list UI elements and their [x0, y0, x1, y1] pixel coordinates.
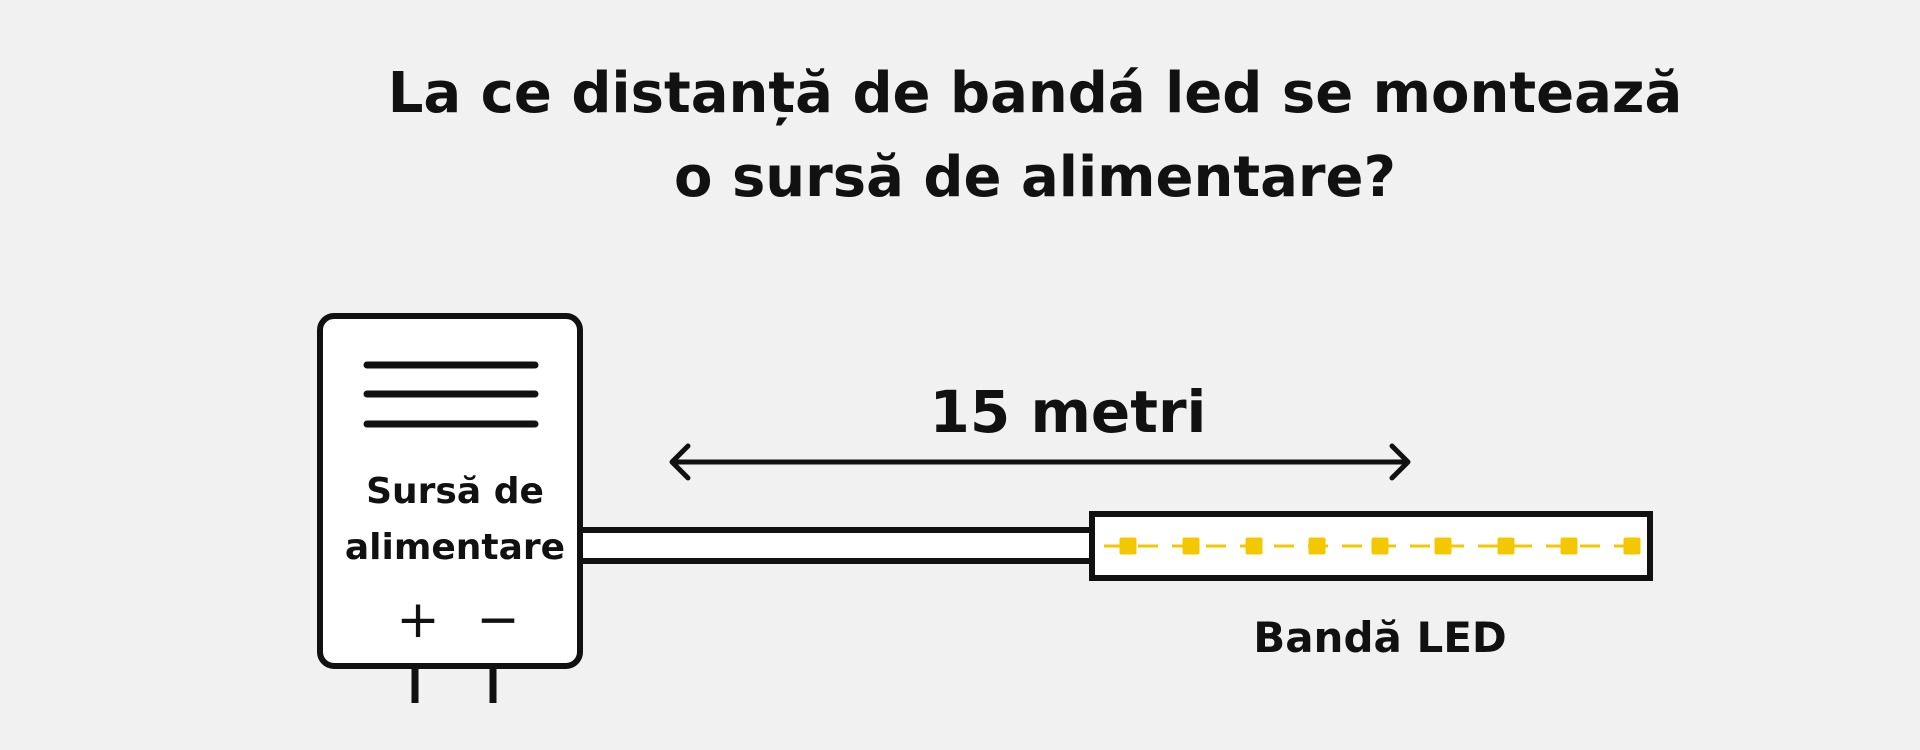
distance-arrow-right-head [1389, 443, 1411, 481]
led-chip [1434, 537, 1452, 555]
title-line-2: o sursă de alimentare? [674, 145, 1396, 210]
led-chip [1371, 537, 1389, 555]
diagram-title: La ce distanță de bandá led se montează … [0, 52, 1920, 220]
power-supply-label-line-1: Sursă de [366, 471, 544, 512]
led-chip [1245, 537, 1263, 555]
led-chip [1182, 537, 1200, 555]
led-dots-group [1119, 537, 1641, 555]
power-supply-label-line-2: alimentare [344, 527, 566, 568]
plus-terminal-label: + [396, 590, 440, 650]
power-cable [577, 527, 1095, 564]
distance-label: 15 metri [929, 378, 1207, 446]
title-line-1: La ce distanță de bandá led se montează [387, 61, 1683, 126]
led-chip [1119, 537, 1137, 555]
led-chip [1497, 537, 1515, 555]
led-strip-label: Bandă LED [1253, 613, 1507, 662]
led-chip [1623, 537, 1641, 555]
power-supply-terminals: +− [378, 590, 538, 650]
led-chip [1560, 537, 1578, 555]
led-chip [1308, 537, 1326, 555]
power-supply-box [317, 313, 583, 669]
power-supply-label: Sursă de alimentare [320, 464, 590, 576]
minus-terminal-label: − [476, 590, 520, 650]
distance-arrow-left-head [669, 443, 691, 481]
